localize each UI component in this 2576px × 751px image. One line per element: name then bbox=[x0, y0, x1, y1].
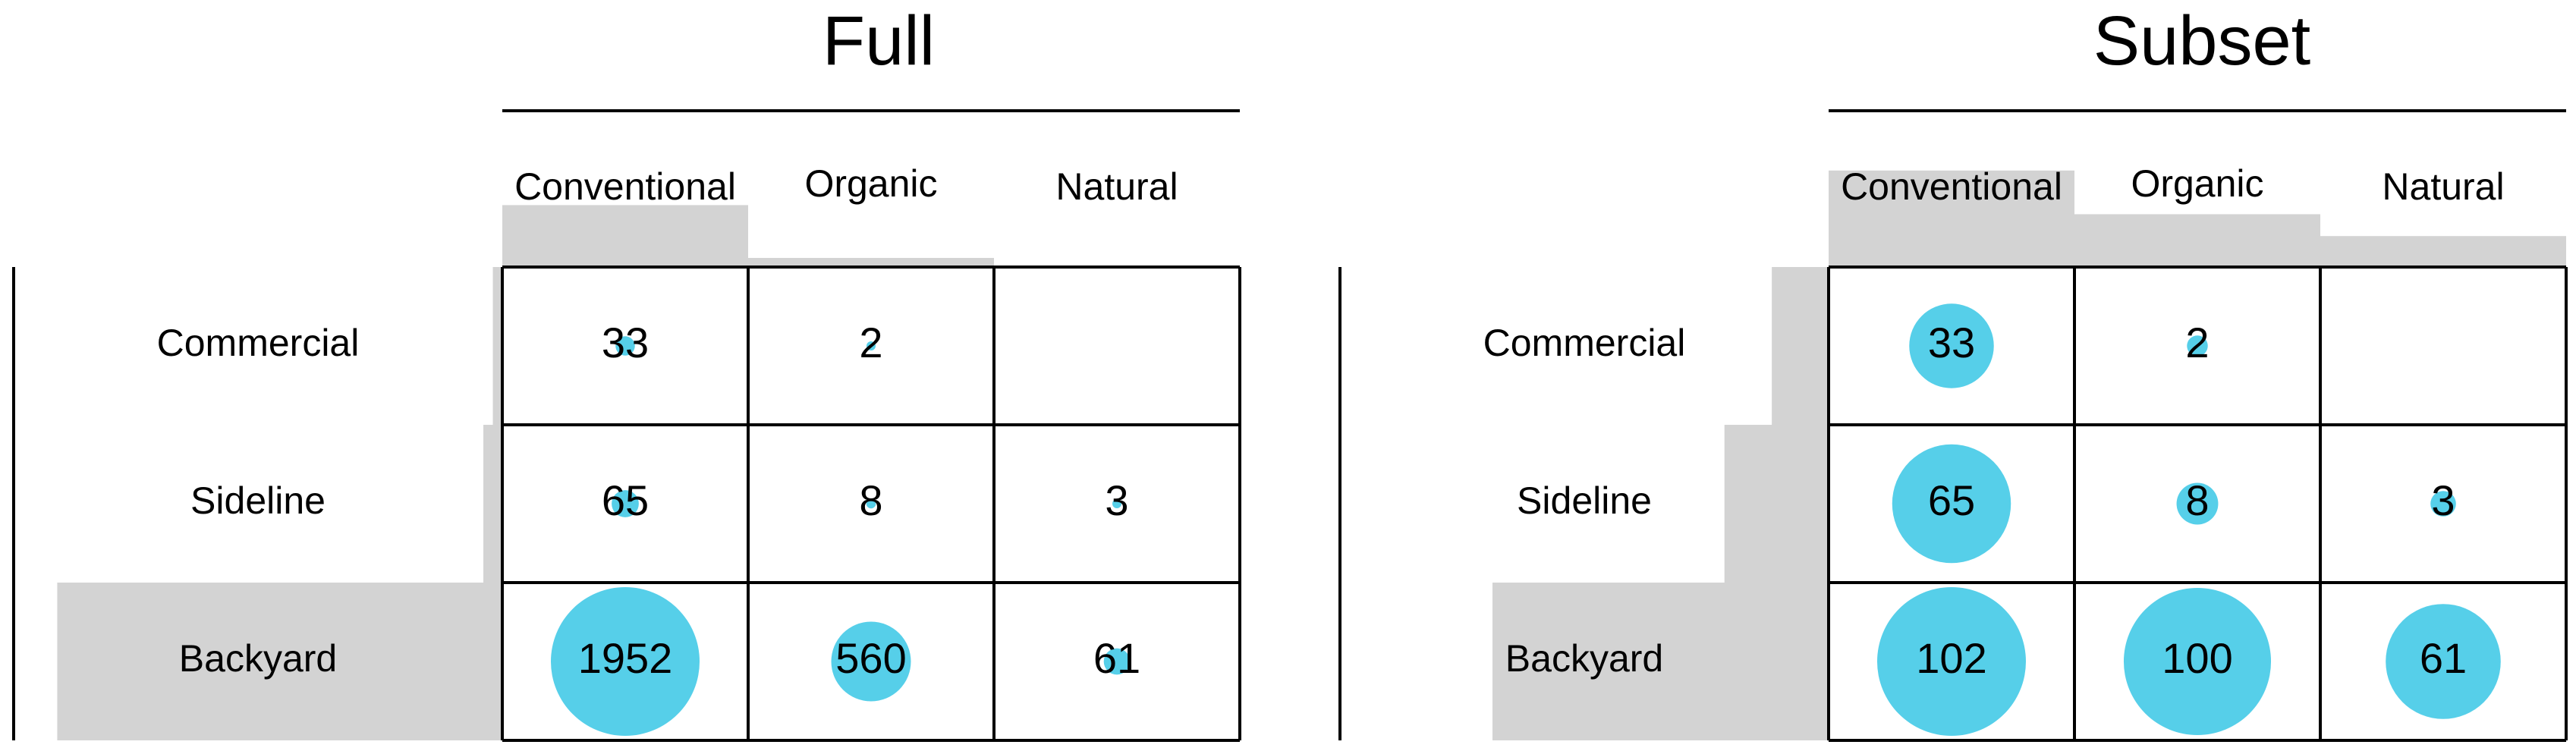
column-marginal-bar-conventional bbox=[502, 205, 748, 267]
cell-value-backyard-organic: 560 bbox=[835, 634, 906, 682]
column-marginal-bar-organic bbox=[748, 258, 994, 267]
row-label-backyard: Backyard bbox=[1505, 637, 1663, 680]
cell-bubble-commercial-organic bbox=[867, 341, 876, 350]
row-label-sideline: Sideline bbox=[190, 479, 326, 522]
cell-bubble-backyard-organic bbox=[831, 621, 911, 702]
row-marginal-bar-backyard bbox=[57, 583, 502, 740]
row-label-sideline: Sideline bbox=[1517, 479, 1652, 522]
cell-bubble-sideline-organic bbox=[866, 498, 876, 509]
column-label-conventional: Conventional bbox=[1841, 165, 2062, 208]
column-marginal-bar-natural bbox=[2320, 236, 2566, 267]
column-marginal-bar-conventional bbox=[1829, 170, 2074, 267]
cell-value-sideline-organic: 8 bbox=[2185, 476, 2209, 524]
row-marginal-bar-commercial bbox=[1772, 267, 1829, 425]
cell-bubble-backyard-natural bbox=[2386, 604, 2501, 719]
row-marginal-bar-sideline bbox=[1724, 425, 1829, 583]
column-label-natural: Natural bbox=[2382, 165, 2504, 208]
row-marginal-bar-sideline bbox=[483, 425, 502, 583]
panel-title: Full bbox=[822, 2, 935, 80]
cell-value-sideline-conventional: 65 bbox=[602, 476, 649, 524]
cell-bubble-sideline-natural bbox=[1112, 499, 1121, 508]
cell-bubble-backyard-organic bbox=[2123, 587, 2272, 736]
cell-value-sideline-natural: 3 bbox=[1105, 476, 1128, 524]
panel-title: Subset bbox=[2093, 2, 2310, 80]
cell-bubble-commercial-conventional bbox=[1909, 303, 1994, 388]
row-marginal-bar-commercial bbox=[492, 267, 502, 425]
row-label-commercial: Commercial bbox=[157, 322, 360, 364]
column-label-organic: Organic bbox=[2131, 162, 2263, 205]
cell-value-backyard-conventional: 1952 bbox=[578, 634, 673, 682]
cell-value-commercial-organic: 2 bbox=[2185, 319, 2209, 366]
cell-value-commercial-conventional: 33 bbox=[602, 319, 649, 366]
cell-bubble-sideline-organic bbox=[2176, 482, 2219, 525]
cell-bubble-backyard-conventional bbox=[1877, 587, 2026, 736]
row-label-backyard: Backyard bbox=[179, 637, 337, 680]
cell-bubble-backyard-natural bbox=[1103, 648, 1131, 675]
column-label-conventional: Conventional bbox=[514, 165, 736, 208]
cell-bubble-backyard-conventional bbox=[551, 587, 700, 736]
column-label-organic: Organic bbox=[804, 162, 937, 205]
cell-value-backyard-natural: 61 bbox=[2420, 634, 2467, 682]
cell-value-sideline-conventional: 65 bbox=[1928, 476, 1975, 524]
cell-bubble-commercial-conventional bbox=[615, 336, 635, 356]
row-label-commercial: Commercial bbox=[1483, 322, 1686, 364]
cell-bubble-sideline-natural bbox=[2430, 491, 2456, 517]
cell-value-backyard-conventional: 102 bbox=[1916, 634, 1986, 682]
cell-bubble-sideline-conventional bbox=[612, 490, 639, 517]
cell-value-backyard-natural: 61 bbox=[1093, 634, 1140, 682]
row-marginal-bar-backyard bbox=[1492, 583, 1829, 740]
cell-bubble-sideline-conventional bbox=[1892, 444, 2011, 564]
cell-value-commercial-organic: 2 bbox=[859, 319, 882, 366]
column-label-natural: Natural bbox=[1055, 165, 1178, 208]
cell-value-commercial-conventional: 33 bbox=[1928, 319, 1975, 366]
cell-value-sideline-natural: 3 bbox=[2431, 476, 2455, 524]
column-marginal-bar-organic bbox=[2074, 214, 2320, 267]
cell-value-sideline-organic: 8 bbox=[859, 476, 882, 524]
cell-bubble-commercial-organic bbox=[2187, 335, 2208, 357]
cell-value-backyard-organic: 100 bbox=[2162, 634, 2232, 682]
